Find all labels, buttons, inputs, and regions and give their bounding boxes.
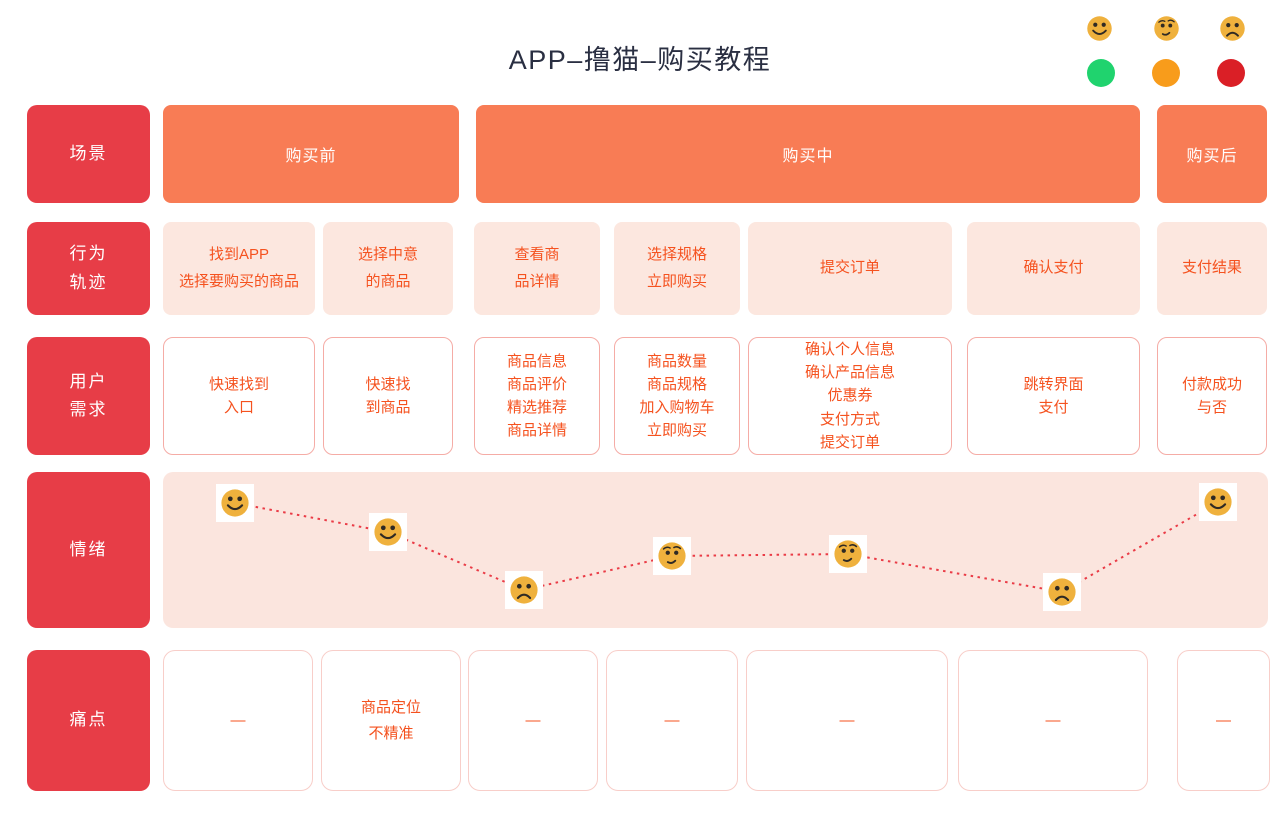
thinking-face-icon bbox=[653, 537, 691, 575]
needs-cell: 商品信息 商品评价 精选推荐 商品详情 bbox=[474, 337, 600, 455]
mood-legend bbox=[1086, 15, 1246, 87]
pain-cell: — bbox=[958, 650, 1148, 791]
behavior-cell: 支付结果 bbox=[1157, 222, 1267, 315]
row-label-pain: 痛点 bbox=[27, 650, 150, 791]
pain-cell: — bbox=[746, 650, 948, 791]
happy-face-icon bbox=[369, 513, 407, 551]
pain-cell: — bbox=[1177, 650, 1270, 791]
scene-stage-after: 购买后 bbox=[1157, 105, 1267, 203]
row-label-needs: 用户 需求 bbox=[27, 337, 150, 455]
needs-cell: 跳转界面 支付 bbox=[967, 337, 1140, 455]
mood-legend-faces bbox=[1086, 15, 1246, 42]
row-label-emotion: 情绪 bbox=[27, 472, 150, 628]
thinking-face-icon bbox=[1153, 15, 1180, 42]
emotion-dotted-line bbox=[234, 501, 1219, 594]
pain-cell: — bbox=[163, 650, 313, 791]
mood-legend-dots bbox=[1086, 59, 1246, 87]
needs-cell: 付款成功 与否 bbox=[1157, 337, 1267, 455]
pain-cell: 商品定位 不精准 bbox=[321, 650, 461, 791]
needs-cell: 商品数量 商品规格 加入购物车 立即购买 bbox=[614, 337, 740, 455]
happy-face-icon bbox=[1199, 483, 1237, 521]
needs-cell: 快速找到 入口 bbox=[163, 337, 315, 455]
behavior-cell: 查看商 品详情 bbox=[474, 222, 600, 315]
behavior-cell: 找到APP 选择要购买的商品 bbox=[163, 222, 315, 315]
behavior-cell: 确认支付 bbox=[967, 222, 1140, 315]
scene-stage-during: 购买中 bbox=[476, 105, 1140, 203]
green-dot-icon bbox=[1087, 59, 1115, 87]
row-label-behavior: 行为 轨迹 bbox=[27, 222, 150, 315]
scene-stage-before: 购买前 bbox=[163, 105, 459, 203]
sad-face-icon bbox=[1043, 573, 1081, 611]
red-dot-icon bbox=[1217, 59, 1245, 87]
orange-dot-icon bbox=[1152, 59, 1180, 87]
needs-cell: 快速找 到商品 bbox=[323, 337, 453, 455]
emotion-curve-panel bbox=[163, 472, 1268, 628]
thinking-face-icon bbox=[829, 535, 867, 573]
sad-face-icon bbox=[505, 571, 543, 609]
sad-face-icon bbox=[1219, 15, 1246, 42]
needs-cell: 确认个人信息 确认产品信息 优惠券 支付方式 提交订单 bbox=[748, 337, 952, 455]
behavior-cell: 选择规格 立即购买 bbox=[614, 222, 740, 315]
row-label-scene: 场景 bbox=[27, 105, 150, 203]
behavior-cell: 提交订单 bbox=[748, 222, 952, 315]
happy-face-icon bbox=[216, 484, 254, 522]
happy-face-icon bbox=[1086, 15, 1113, 42]
pain-cell: — bbox=[468, 650, 598, 791]
behavior-cell: 选择中意 的商品 bbox=[323, 222, 453, 315]
page-title: APP–撸猫–购买教程 bbox=[508, 45, 772, 75]
pain-cell: — bbox=[606, 650, 738, 791]
